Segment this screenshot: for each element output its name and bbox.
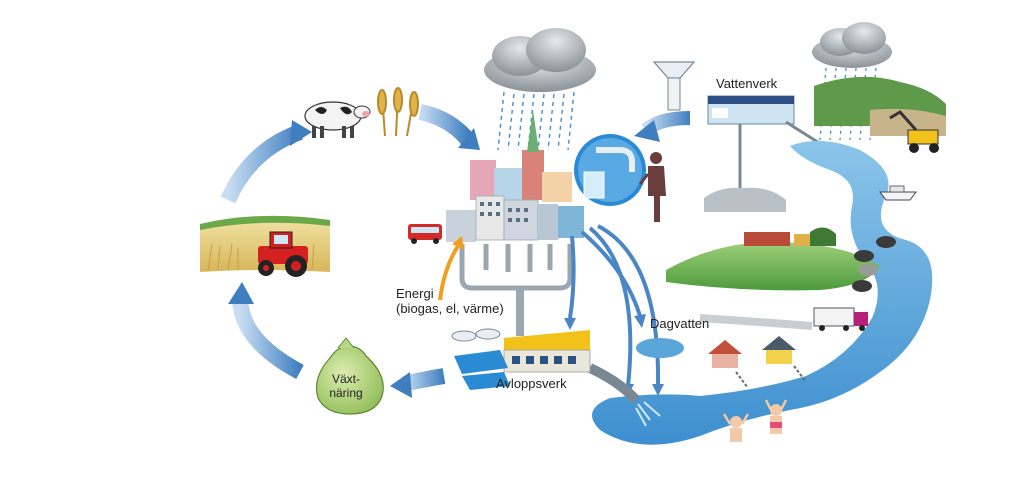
label-avloppsverk: Avloppsverk <box>496 376 567 391</box>
person-icon <box>638 152 666 222</box>
waterworks-icon <box>704 95 825 212</box>
sewer-pipes <box>459 244 573 336</box>
treatment-plant-icon <box>451 328 591 390</box>
cloud-icon <box>484 28 596 151</box>
lake-river <box>592 140 933 445</box>
farm-icon <box>666 227 880 291</box>
arrow-field-to-cow <box>220 124 303 204</box>
boat-icon <box>879 185 917 201</box>
faucet-icon <box>574 134 646 206</box>
nutrient-cycle-arrows <box>220 104 691 398</box>
arrow-sack-to-field <box>232 297 304 380</box>
cattle-icon <box>852 236 896 292</box>
energy-arrow <box>438 236 464 301</box>
label-vattenverk: Vattenverk <box>716 76 778 91</box>
swimmer-icon <box>722 399 788 442</box>
arrow-crops-to-city <box>418 104 475 146</box>
label-dagvatten: Dagvatten <box>650 316 710 331</box>
excavator-icon <box>889 110 939 153</box>
outflow-pipe <box>587 363 661 427</box>
wheat-icon <box>377 87 419 137</box>
forest-icon <box>814 76 946 136</box>
city-icon <box>446 110 584 242</box>
label-vaxtnaring: Väx­t- näring <box>329 372 363 400</box>
tractor-icon <box>258 231 308 277</box>
water-tower-icon <box>652 61 696 111</box>
bus-icon <box>408 224 442 244</box>
truck-icon <box>699 307 868 331</box>
cow-icon <box>304 101 371 138</box>
label-energi: Energi (biogas, el, värme) <box>396 286 504 316</box>
sack-icon <box>315 337 384 415</box>
house-icon <box>708 336 807 389</box>
